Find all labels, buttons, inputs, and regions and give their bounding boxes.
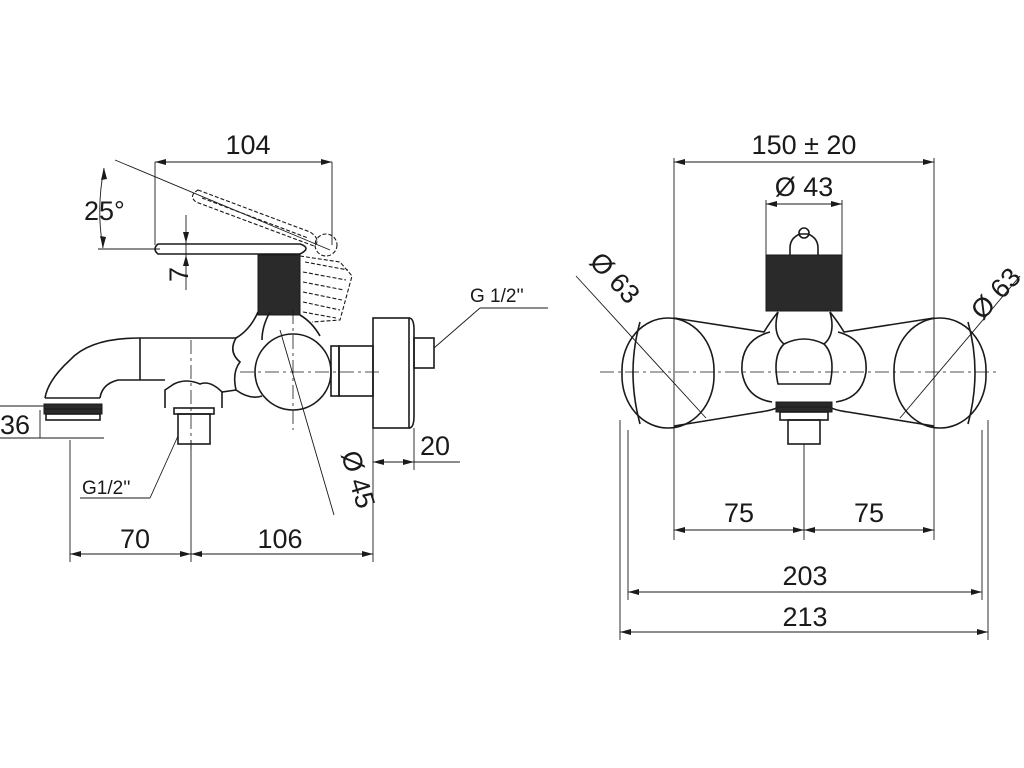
cartridge-sleeve bbox=[257, 254, 353, 323]
side-view: 104 25° 7 bbox=[0, 130, 548, 562]
thread-spout-label: G1/2'' bbox=[82, 478, 130, 499]
dim-spout-reach-label: 70 bbox=[120, 524, 150, 554]
front-view: 150 ± 20 Ø 43 bbox=[575, 130, 1024, 640]
dim-angle: 25° bbox=[84, 159, 331, 251]
dim-right-cover-label: Ø 63 bbox=[965, 262, 1024, 325]
dim-centers-label: 150 ± 20 bbox=[752, 130, 857, 160]
dim-half-right-label: 75 bbox=[854, 498, 884, 528]
thread-outlet-label: G 1/2'' bbox=[470, 286, 524, 307]
dim-cartridge: Ø 43 bbox=[765, 172, 843, 255]
dim-half-left-label: 75 bbox=[724, 498, 754, 528]
dim-top-width-label: 104 bbox=[225, 130, 270, 160]
dim-body-width: 203 bbox=[627, 430, 983, 600]
body-circle: Ø 45 bbox=[240, 310, 381, 516]
dim-body-diameter-label: Ø 45 bbox=[335, 447, 381, 512]
dim-bottom-side: 70 106 bbox=[69, 340, 374, 562]
dim-top-width: 104 bbox=[154, 130, 333, 245]
dim-handle-thickness: 7 bbox=[164, 215, 194, 290]
dim-body-depth-label: 106 bbox=[257, 524, 302, 554]
dim-body-width-label: 203 bbox=[782, 561, 827, 591]
dim-flange: 20 bbox=[372, 428, 460, 470]
front-cartridge bbox=[765, 227, 843, 312]
right-cover: Ø 63 bbox=[893, 262, 1024, 429]
handle-lever bbox=[154, 189, 338, 257]
dim-handle-thickness-label: 7 bbox=[164, 267, 194, 282]
dim-spout-height-label: 36 bbox=[0, 410, 30, 440]
dim-left-cover-label: Ø 63 bbox=[584, 246, 646, 309]
dim-angle-label: 25° bbox=[84, 196, 125, 226]
dim-overall-width-label: 213 bbox=[782, 602, 827, 632]
dim-spout-height: 36 bbox=[0, 405, 104, 440]
front-body bbox=[673, 311, 935, 445]
dim-centers: 150 ± 20 bbox=[673, 130, 935, 540]
dim-cartridge-label: Ø 43 bbox=[775, 172, 834, 202]
dim-overall-width: 213 bbox=[619, 420, 989, 640]
thread-spout: G1/2'' bbox=[80, 435, 179, 499]
dim-halves: 75 75 bbox=[674, 444, 934, 540]
mixer-body bbox=[43, 311, 321, 445]
dim-flange-label: 20 bbox=[420, 431, 450, 461]
wall-connector: G 1/2'' bbox=[330, 286, 548, 429]
